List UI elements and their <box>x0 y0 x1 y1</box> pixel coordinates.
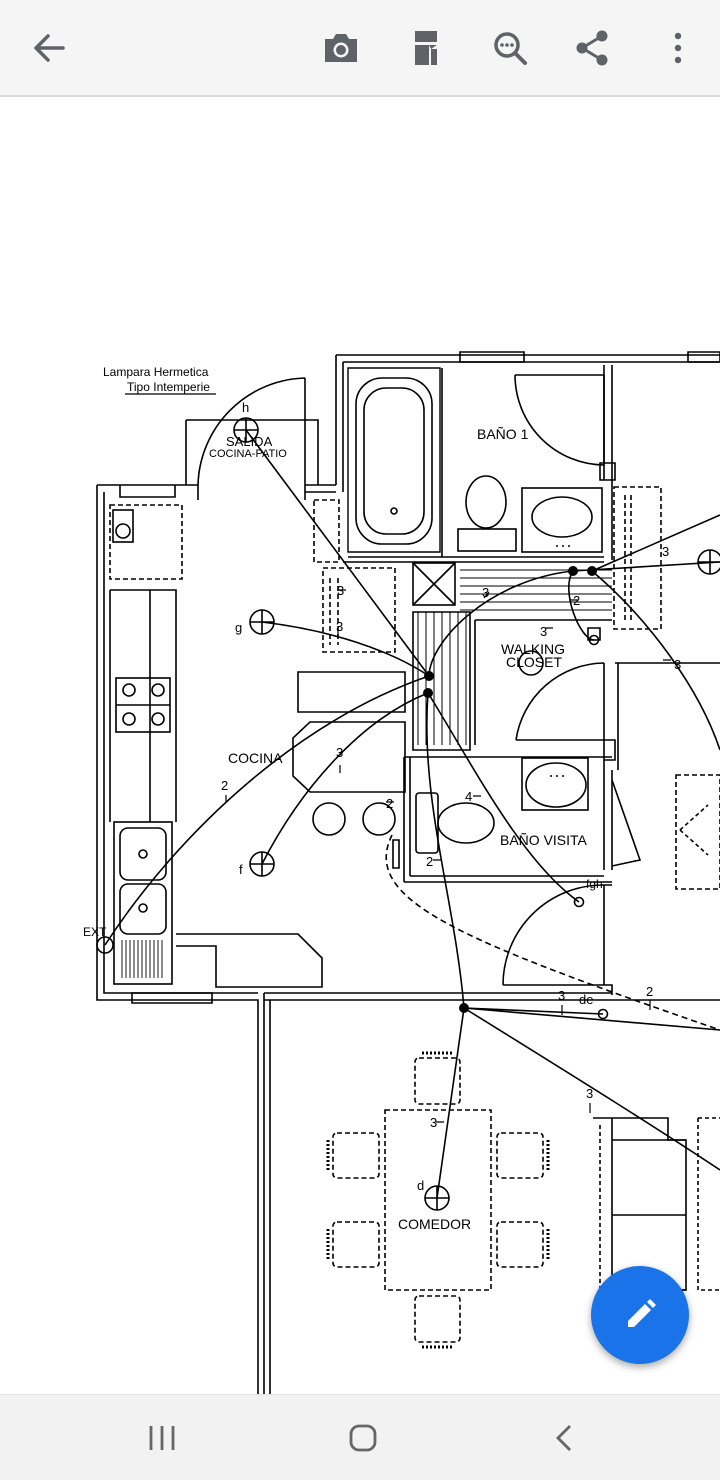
nav-back-button[interactable] <box>535 1413 595 1463</box>
wire-count: 3 <box>674 657 681 672</box>
floor-plan-drawing: Lampara Hermetica Tipo Intemperie h SALI… <box>83 351 720 1394</box>
arrow-left-icon <box>34 34 65 62</box>
fixture-label-h: h <box>242 400 249 415</box>
recent-apps-icon <box>149 1426 175 1450</box>
search-button[interactable] <box>486 24 534 72</box>
share-button[interactable] <box>568 24 616 72</box>
wire-count: 3 <box>558 988 565 1003</box>
wire-count: 2 <box>646 984 653 999</box>
fixture-label-g: g <box>235 620 242 635</box>
wire-count: 2 <box>426 854 433 869</box>
wire-count: 2 <box>386 796 393 811</box>
wire-count: 3 <box>482 585 489 600</box>
room-label-bano-1: BAÑO 1 <box>477 426 529 442</box>
home-button[interactable] <box>333 1413 393 1463</box>
wire-count: 2 <box>573 593 580 608</box>
floor-plan-canvas[interactable]: Lampara Hermetica Tipo Intemperie h SALI… <box>0 97 720 1394</box>
more-options-button[interactable] <box>654 24 702 72</box>
wire-count: 3 <box>540 624 547 639</box>
wire-count: 3 <box>336 619 343 634</box>
wire-count: 2 <box>221 778 228 793</box>
pencil-icon <box>628 1299 656 1327</box>
more-vert-icon <box>674 32 682 64</box>
fixture-label-f: f <box>239 862 243 877</box>
fixture-label-ext: EXT <box>83 925 107 939</box>
wire-count: 3 <box>430 1115 437 1130</box>
back-button[interactable] <box>25 24 73 72</box>
room-label-walking: WALKING <box>501 641 565 657</box>
page-layout-button[interactable] <box>402 24 450 72</box>
screenshot-button[interactable] <box>317 24 365 72</box>
lamp-note-line2: Tipo Intemperie <box>127 380 210 394</box>
wire-count: 3 <box>336 745 343 760</box>
room-label-comedor: COMEDOR <box>398 1216 471 1232</box>
page-layout-icon <box>415 31 437 65</box>
fixture-label-de: de <box>579 992 593 1007</box>
wire-count: 3 <box>586 1086 593 1101</box>
lamp-note-line1: Lampara Hermetica <box>103 365 209 379</box>
wire-count: 3 <box>662 544 669 559</box>
chevron-left-icon <box>556 1425 571 1451</box>
wire-count: 4 <box>465 789 472 804</box>
home-icon <box>349 1424 377 1452</box>
search-icon <box>494 32 527 65</box>
system-navigation-bar <box>0 1394 720 1480</box>
camera-icon <box>325 34 357 62</box>
room-label-closet: CLOSET <box>506 654 562 670</box>
wire-count: 3 <box>337 583 344 598</box>
edit-fab[interactable] <box>591 1266 689 1364</box>
fixture-label-fgh: fgh <box>586 877 603 891</box>
room-label-cocina: COCINA <box>228 750 283 766</box>
share-icon <box>576 30 608 66</box>
top-app-bar <box>0 0 720 97</box>
room-label-cocina-patio: COCINA-PATIO <box>209 448 287 460</box>
recent-apps-button[interactable] <box>132 1413 192 1463</box>
room-label-bano-visita: BAÑO VISITA <box>500 832 588 848</box>
fixture-label-d: d <box>417 1178 424 1193</box>
room-label-salida: SALIDA <box>226 434 273 449</box>
